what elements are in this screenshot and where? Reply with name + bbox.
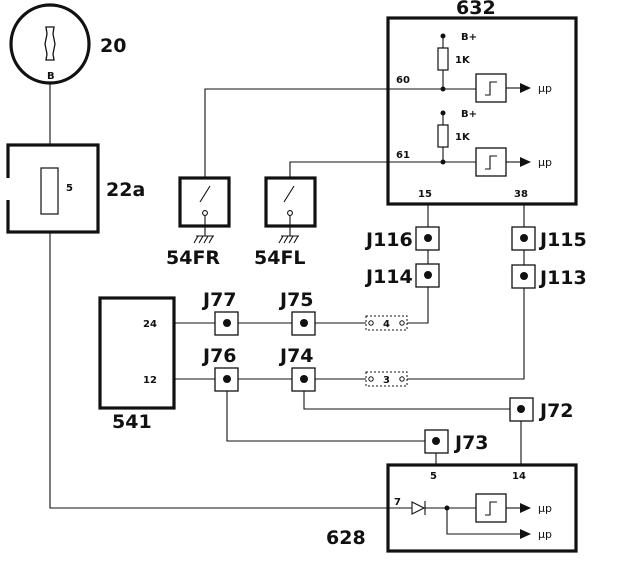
c22a-pin-label: 5 [66,183,73,194]
junction-J77-label: J77 [201,289,237,311]
schmitt-trigger-icon [475,73,507,103]
junction-J76-label: J76 [201,345,237,367]
bulb-icon [44,26,56,61]
switch-icon [199,185,211,203]
schmitt-trigger-icon [475,493,507,523]
diode-icon [411,501,426,515]
c632-supply-2: B+ [461,109,477,120]
junction-J73: J73 [424,429,489,454]
c628-output-1: μp [538,502,552,515]
component-54FL: 54FL [254,176,317,269]
c22a-label: 22a [106,179,145,201]
resistor-icon [437,124,449,148]
c20-label: 20 [100,35,126,57]
junction-J113: J113 [511,264,587,289]
c632-supply-1: B+ [461,32,477,43]
ground-icon [278,235,299,244]
junction-J74: J74 [278,345,316,392]
component-632: 632 B+ 1K 60 μp B+ 1K 61 μp 15 38 [386,0,578,206]
fuse-icon [40,167,59,215]
c541-pin-24: 24 [143,319,157,330]
junction-J72-label: J72 [538,400,574,422]
junction-J116-label: J116 [364,229,413,251]
c20-pin-label: B [47,71,55,82]
component-541: 24 12 541 [98,296,176,433]
resistor-icon [437,47,449,71]
c632-pin-61: 61 [396,150,410,161]
junction-J115: J115 [511,226,587,251]
junction-J77: J77 [201,289,239,336]
schmitt-trigger-icon [475,147,507,177]
c632-pin-38: 38 [514,189,528,200]
c632-output-2: μp [538,156,552,169]
c54FL-label: 54FL [254,247,306,269]
connector-4: 4 [365,315,408,331]
c632-pin-15: 15 [418,189,432,200]
junction-J74-label: J74 [278,345,314,367]
component-20: B 20 [9,3,126,85]
junction-J114-label: J114 [364,266,413,288]
c632-pin-60: 60 [396,75,410,86]
connector-3: 3 [365,371,408,387]
component-22a: 5 22a [5,143,145,234]
c541-label: 541 [112,411,152,433]
c628-output-2: μp [538,528,552,541]
c628-pin-7: 7 [394,497,401,508]
c541-pin-12: 12 [143,375,157,386]
c628-label: 628 [326,527,366,549]
ground-icon [193,235,214,244]
junction-J114: J114 [364,263,440,288]
component-628: 5 14 7 628 μp μp [326,463,578,553]
junction-J115-label: J115 [538,229,587,251]
c632-resistor-2: 1K [455,132,471,143]
c628-pin-14: 14 [512,471,526,482]
c632-label: 632 [456,0,496,19]
c54FR-label: 54FR [166,247,220,269]
junction-J73-label: J73 [453,432,489,454]
connector-4-label: 4 [383,319,390,330]
junction-J76: J76 [201,345,239,392]
junction-J75-label: J75 [278,289,314,311]
c632-output-1: μp [538,82,552,95]
c628-pin-5: 5 [430,471,437,482]
junction-J113-label: J113 [538,267,587,289]
component-54FR: 54FR [166,176,231,269]
junction-J75: J75 [278,289,316,336]
junction-J116: J116 [364,226,440,251]
connector-3-label: 3 [383,375,390,386]
switch-icon [283,185,295,203]
c632-resistor-1: 1K [455,55,471,66]
junction-J72: J72 [509,397,574,422]
